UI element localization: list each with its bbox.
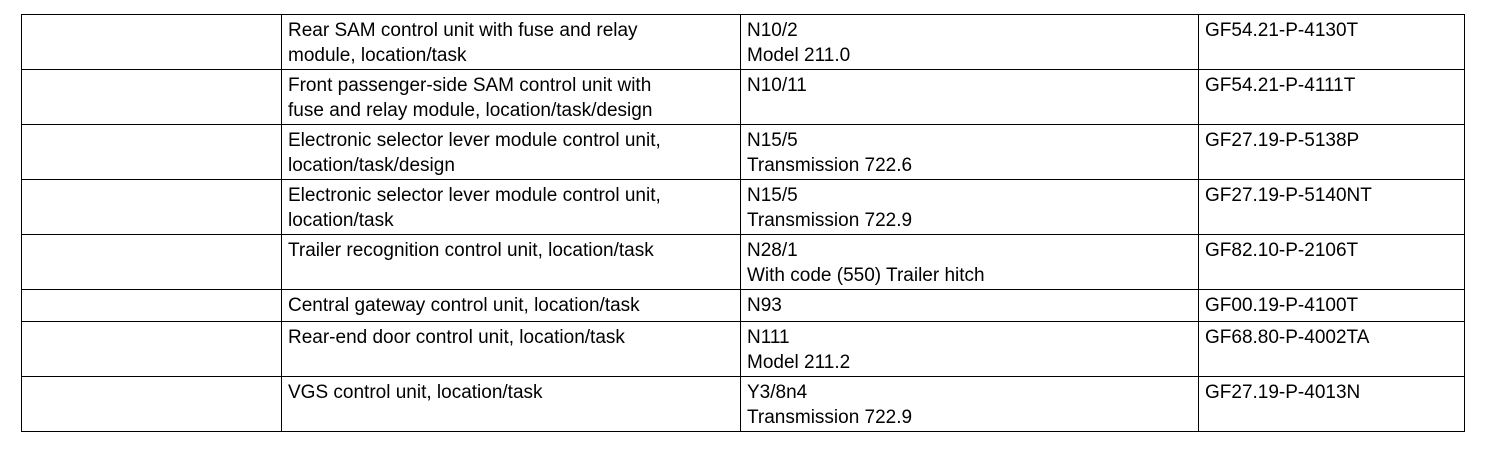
designation-cell: N10/11 bbox=[740, 69, 1199, 125]
reference-cell: GF00.19-P-4100T bbox=[1198, 289, 1465, 322]
description-cell: Electronic selector lever module control… bbox=[281, 124, 741, 180]
designation-line: Transmission 722.9 bbox=[747, 407, 913, 428]
description-line: Rear-end door control unit, location/tas… bbox=[288, 327, 625, 348]
description-line: Central gateway control unit, location/t… bbox=[288, 295, 640, 316]
row-blank-cell bbox=[21, 124, 282, 180]
description-cell: Rear-end door control unit, location/tas… bbox=[281, 321, 741, 377]
designation-cell: N28/1 With code (550) Trailer hitch bbox=[740, 234, 1199, 290]
reference-cell: GF54.21-P-4130T bbox=[1198, 14, 1465, 70]
description-line: Rear SAM control unit with fuse and rela… bbox=[288, 20, 638, 41]
table-row: Rear-end door control unit, location/tas… bbox=[21, 321, 1465, 377]
designation-line: N10/2 bbox=[747, 20, 798, 41]
description-cell: Electronic selector lever module control… bbox=[281, 179, 741, 235]
description-cell: Trailer recognition control unit, locati… bbox=[281, 234, 741, 290]
designation-line: N28/1 bbox=[747, 240, 798, 261]
designation-line: N10/11 bbox=[747, 75, 807, 96]
table-row: Trailer recognition control unit, locati… bbox=[21, 234, 1465, 290]
designation-cell: N111 Model 211.2 bbox=[740, 321, 1199, 377]
description-line: Trailer recognition control unit, locati… bbox=[288, 240, 654, 261]
reference-cell: GF27.19-P-4013N bbox=[1198, 376, 1465, 432]
description-line: fuse and relay module, location/task/des… bbox=[288, 100, 653, 121]
reference-cell: GF82.10-P-2106T bbox=[1198, 234, 1465, 290]
designation-cell: N10/2 Model 211.0 bbox=[740, 14, 1199, 70]
reference-cell: GF68.80-P-4002TA bbox=[1198, 321, 1465, 377]
description-cell: Front passenger-side SAM control unit wi… bbox=[281, 69, 741, 125]
description-line: location/task bbox=[288, 210, 394, 231]
description-cell: VGS control unit, location/task bbox=[281, 376, 741, 432]
table-row: Central gateway control unit, location/t… bbox=[21, 289, 1465, 322]
designation-cell: N15/5 Transmission 722.6 bbox=[740, 124, 1199, 180]
table-row: Rear SAM control unit with fuse and rela… bbox=[21, 14, 1465, 70]
designation-line: N111 bbox=[747, 327, 790, 348]
description-line: module, location/task bbox=[288, 45, 467, 66]
reference-cell: GF27.19-P-5140NT bbox=[1198, 179, 1465, 235]
description-line: location/task/design bbox=[288, 155, 455, 176]
row-blank-cell bbox=[21, 14, 282, 70]
row-blank-cell bbox=[21, 234, 282, 290]
description-line: Electronic selector lever module control… bbox=[288, 130, 661, 151]
designation-line: N93 bbox=[747, 295, 782, 316]
table-row: Electronic selector lever module control… bbox=[21, 179, 1465, 235]
designation-line: Model 211.0 bbox=[747, 45, 851, 66]
designation-cell: Y3/8n4 Transmission 722.9 bbox=[740, 376, 1199, 432]
designation-line: Transmission 722.6 bbox=[747, 155, 913, 176]
row-blank-cell bbox=[21, 69, 282, 125]
designation-line: N15/5 bbox=[747, 185, 798, 206]
component-table: Rear SAM control unit with fuse and rela… bbox=[21, 14, 1465, 432]
row-blank-cell bbox=[21, 321, 282, 377]
reference-cell: GF27.19-P-5138P bbox=[1198, 124, 1465, 180]
description-line: Front passenger-side SAM control unit wi… bbox=[288, 75, 652, 96]
description-line: VGS control unit, location/task bbox=[288, 382, 543, 403]
table-row: VGS control unit, location/task Y3/8n4 T… bbox=[21, 376, 1465, 432]
designation-line: Y3/8n4 bbox=[747, 382, 808, 403]
description-line: Electronic selector lever module control… bbox=[288, 185, 661, 206]
designation-line: With code (550) Trailer hitch bbox=[747, 265, 985, 286]
row-blank-cell bbox=[21, 179, 282, 235]
reference-cell: GF54.21-P-4111T bbox=[1198, 69, 1465, 125]
description-cell: Rear SAM control unit with fuse and rela… bbox=[281, 14, 741, 70]
table-row: Electronic selector lever module control… bbox=[21, 124, 1465, 180]
designation-line: Transmission 722.9 bbox=[747, 210, 913, 231]
designation-line: N15/5 bbox=[747, 130, 798, 151]
designation-cell: N93 bbox=[740, 289, 1199, 322]
row-blank-cell bbox=[21, 376, 282, 432]
description-cell: Central gateway control unit, location/t… bbox=[281, 289, 741, 322]
table-row: Front passenger-side SAM control unit wi… bbox=[21, 69, 1465, 125]
row-blank-cell bbox=[21, 289, 282, 322]
designation-line: Model 211.2 bbox=[747, 352, 851, 373]
designation-cell: N15/5 Transmission 722.9 bbox=[740, 179, 1199, 235]
